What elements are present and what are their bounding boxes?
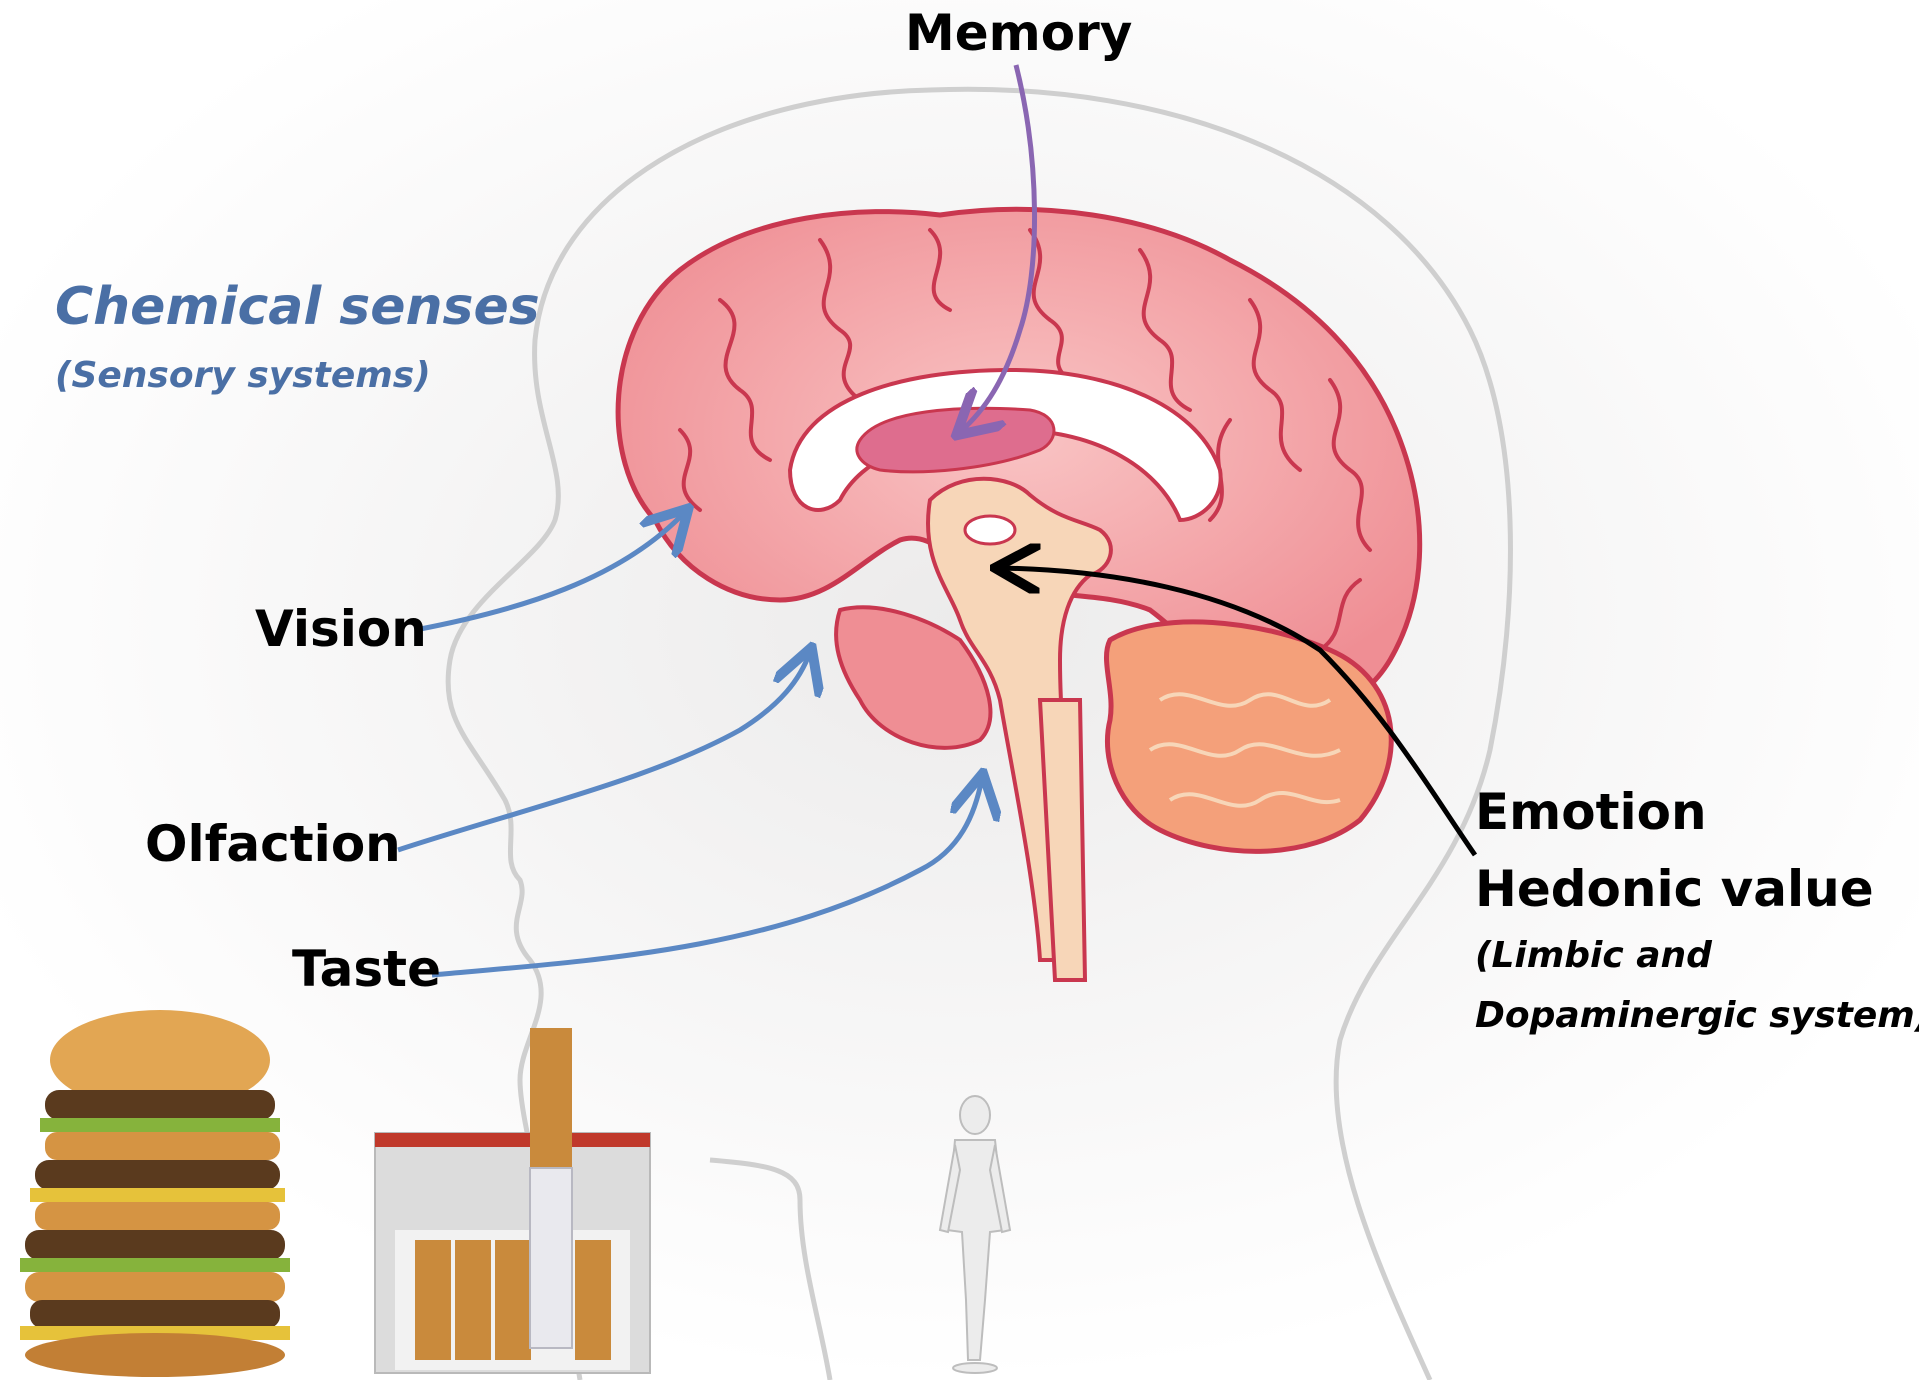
emotion-label: Emotion (1475, 783, 1707, 841)
olfaction-label: Olfaction (145, 815, 401, 873)
diagram-subtitle: (Sensory systems) (55, 355, 431, 396)
limbic-system-label-line1: (Limbic and (1475, 935, 1712, 976)
taste-label: Taste (292, 940, 441, 998)
limbic-system-label-line2: Dopaminergic system) (1475, 995, 1919, 1036)
vision-label: Vision (255, 600, 427, 658)
burger-image (20, 1010, 290, 1377)
hedonic-value-label: Hedonic value (1475, 860, 1874, 918)
memory-label: Memory (905, 4, 1132, 62)
diagram-title: Chemical senses (55, 277, 540, 337)
thalamus (965, 516, 1015, 544)
